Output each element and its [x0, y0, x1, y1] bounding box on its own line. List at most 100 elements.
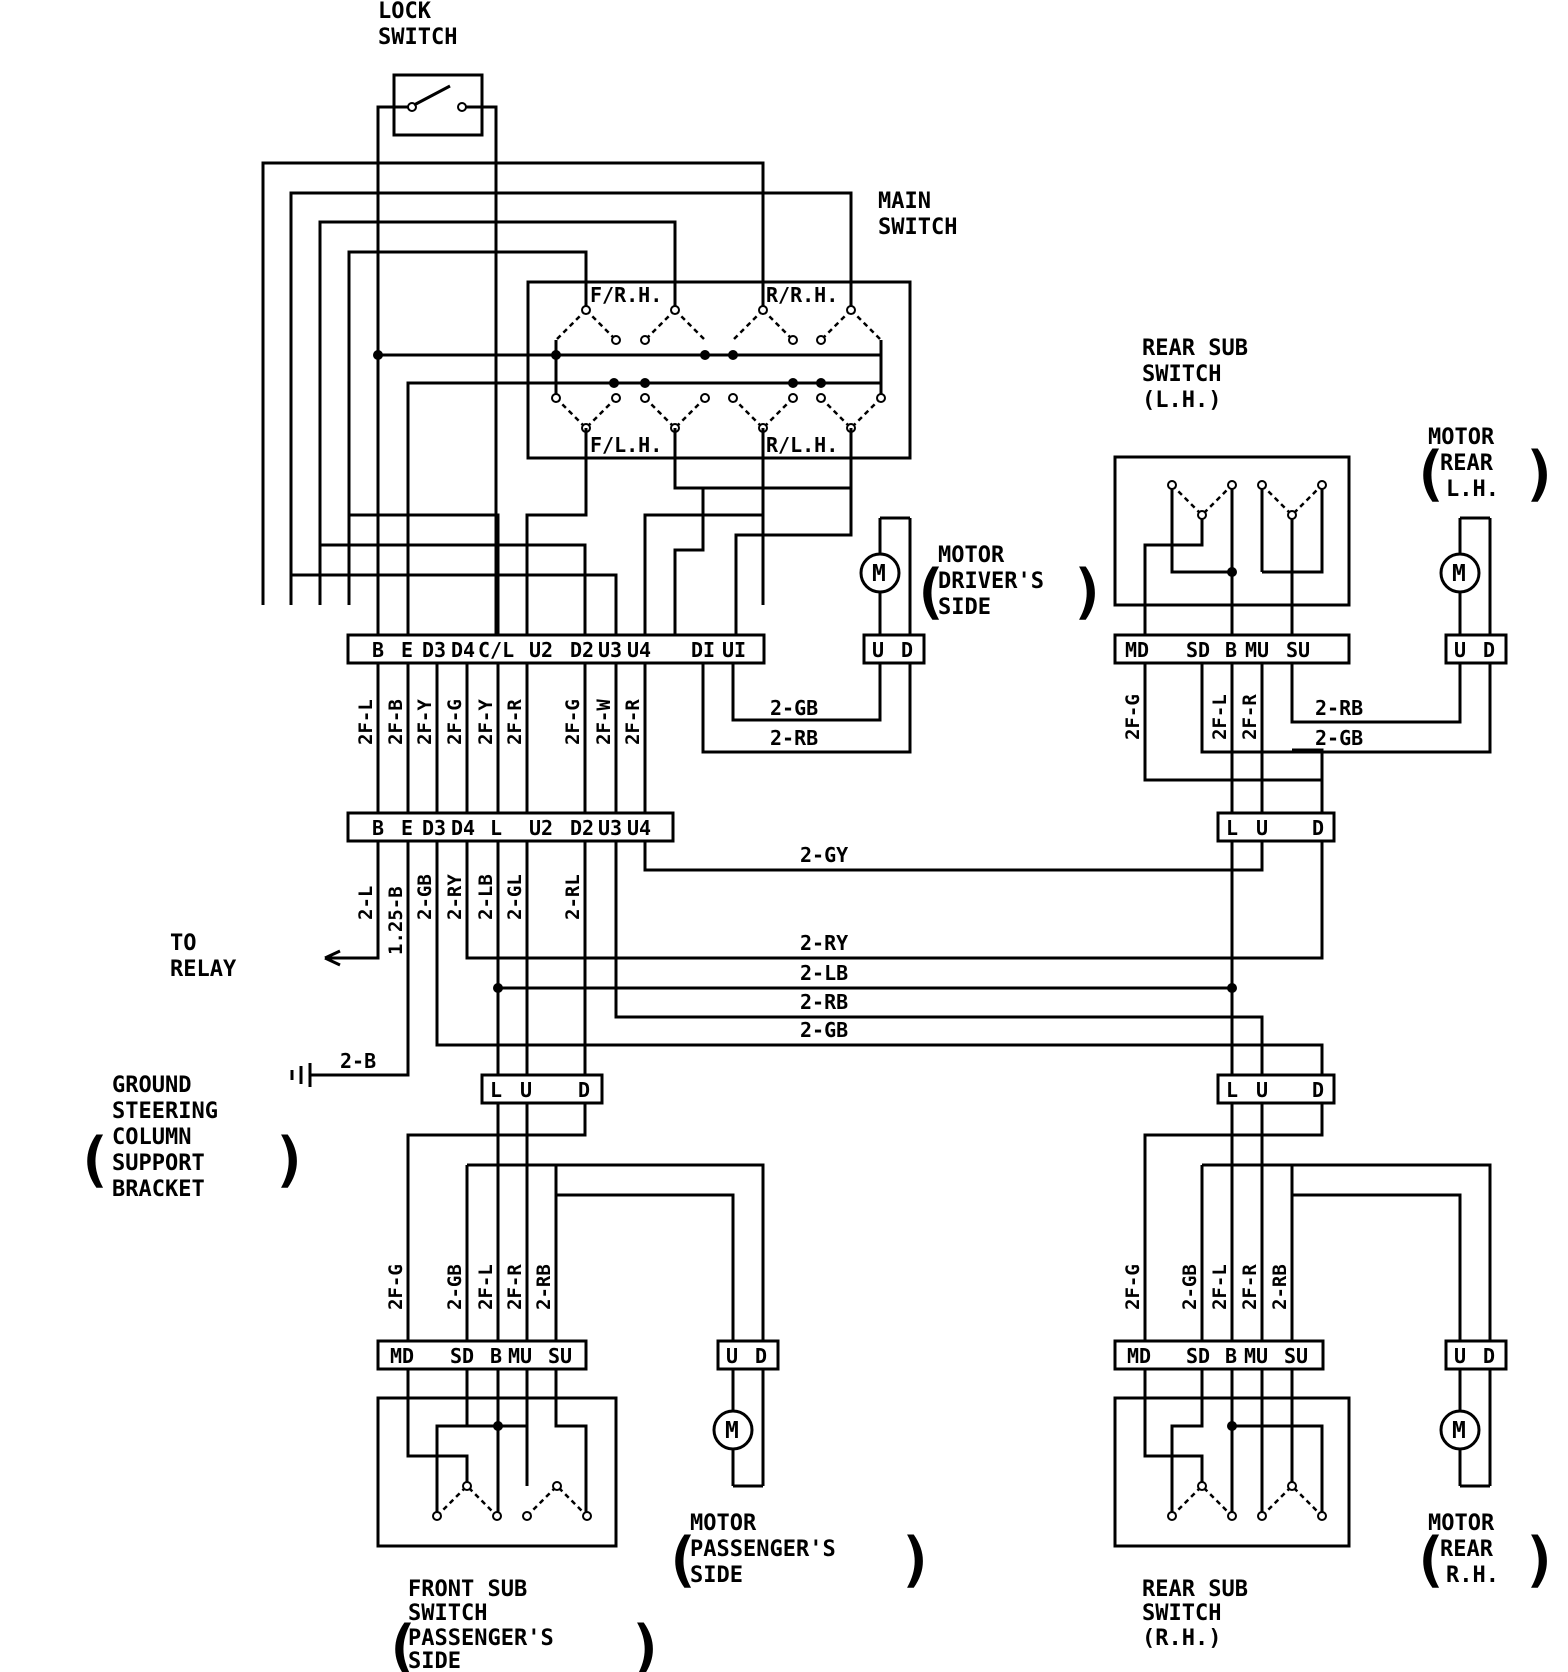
rear-lh-motor-symbol: [1439, 552, 1481, 594]
jo-wire-3: 2-GB: [414, 874, 436, 920]
passenger-motor-label-3: SIDE: [690, 1563, 743, 1588]
ground-paren-r: ): [272, 1125, 308, 1195]
main-switch-out-5: [347, 513, 500, 645]
rear-rh-pin-b: B: [1225, 1344, 1237, 1368]
mj-wire-1: 2F-L: [355, 699, 377, 745]
passenger-motor-m: M: [725, 1418, 739, 1444]
motor-rear-rh-paren-r: ): [1522, 1525, 1558, 1595]
driver-motor-connector: [862, 633, 926, 665]
front-sub-label-3: PASSENGER'S: [408, 1626, 554, 1651]
rear-sub-switch-rh: 2F-G 2-GB 2F-L 2F-R 2-RB MD SD B MU SU R…: [1113, 1103, 1492, 1651]
junction-output-wires: 2-L 1.25-B 2-GB 2-RY 2-LB 2-GL 2-RL: [310, 841, 584, 1077]
mj-wire-6: 2F-R: [504, 699, 526, 745]
rear-rh-pin-mu: MU: [1244, 1344, 1268, 1368]
rear-rh-motor-connector: [1444, 1339, 1508, 1371]
to-relay-label-2: RELAY: [170, 957, 237, 982]
rear-lh-wire-3: 2F-R: [1239, 694, 1261, 740]
junction-pin-b: B: [372, 816, 384, 840]
driver-motor-wire-rb: [701, 663, 912, 754]
rear-rh-lud-connector: L U D: [1216, 1073, 1336, 1105]
passenger-motor-paren-r: ): [898, 1525, 934, 1595]
passenger-motor-connector: [716, 1339, 780, 1371]
front-wire-2: 2-GB: [444, 1264, 466, 1310]
lock-switch-lead-right: [462, 105, 498, 645]
jo-wire-4: 2-RY: [444, 874, 466, 920]
ground-symbol: [290, 1063, 312, 1087]
mj-wire-9: 2F-R: [622, 699, 644, 745]
mj-wire-8: 2F-W: [593, 699, 615, 745]
rear-lh-pin-md: MD: [1125, 638, 1149, 662]
rear-rh-motor-pin-d: D: [1483, 1344, 1495, 1368]
front-sub-pin-sd: SD: [450, 1344, 474, 1368]
motor-rear-lh-label-2: REAR: [1440, 451, 1494, 476]
main-pin-u3: U3: [598, 638, 622, 662]
trunk-rb-label: 2-RB: [800, 990, 848, 1014]
front-sub-pin-md: MD: [390, 1344, 414, 1368]
lock-switch-label-1: LOCK: [378, 0, 432, 24]
driver-motor-paren-r: ): [1070, 557, 1106, 627]
lock-switch-label-2: SWITCH: [378, 25, 457, 50]
driver-motor-paren-l: (: [912, 557, 948, 627]
ground-paren-l: (: [76, 1125, 112, 1195]
rear-rh-lud-pin-l: L: [1226, 1078, 1238, 1102]
front-sub-paren-r: ): [628, 1613, 664, 1672]
jo-wire-2: 1.25-B: [385, 886, 407, 955]
ground-label-5: BRACKET: [112, 1177, 205, 1202]
ground-label-1: GROUND: [112, 1073, 191, 1098]
main-pin-ui: UI: [722, 638, 746, 662]
rear-lh-motor-wire-2: 2-GB: [1315, 726, 1363, 750]
main-switch-out-fl-2: [673, 428, 705, 645]
ground: 2-B GROUND STEERING COLUMN SUPPORT BRACK…: [76, 1049, 376, 1202]
junction-pin-u3: U3: [598, 816, 622, 840]
driver-motor-label-3: SIDE: [938, 595, 991, 620]
main-pin-d2: D2: [570, 638, 594, 662]
passenger-motor-label-2: PASSENGER'S: [690, 1537, 836, 1562]
rear-lh-motor-connector: [1444, 633, 1508, 665]
rear-rh-label-1: REAR SUB: [1142, 1577, 1248, 1602]
rear-lh-wire-1: 2F-G: [1122, 694, 1144, 740]
trunk-gy: [643, 841, 1264, 872]
junction-pin-d2: D2: [570, 816, 594, 840]
junction-pin-d3: D3: [422, 816, 446, 840]
rear-lh-motor-m: M: [1452, 561, 1466, 587]
mj-wire-3: 2F-Y: [414, 699, 436, 745]
main-switch-out-4: [318, 543, 587, 645]
lock-switch-box: [392, 73, 484, 137]
main-pin-b: B: [372, 638, 384, 662]
main-pin-u2: U2: [529, 638, 553, 662]
lock-switch-lead-left: [376, 105, 412, 645]
rear-lh-pin-mu: MU: [1245, 638, 1269, 662]
main-switch-pos-fr: F/R.H.: [590, 283, 662, 307]
motor-rear-rh-label-2: REAR: [1440, 1537, 1494, 1562]
junction-pin-l: L: [490, 816, 502, 840]
jo-wire-6: 2-GL: [504, 874, 526, 920]
driver-wire-rb-label: 2-RB: [770, 726, 818, 750]
main-switch-out-3: [289, 573, 618, 645]
motor-rear-rh-paren-l: (: [1412, 1525, 1448, 1595]
lock-switch-contact-right: [457, 102, 467, 112]
trunk-ry: [465, 841, 1324, 960]
rear-lh-motor: MOTOR REAR L.H. ( ) M U D: [1412, 425, 1558, 665]
front-wire-1: 2F-G: [385, 1264, 407, 1310]
trunk-gb-label: 2-GB: [800, 1018, 848, 1042]
rear-lh-pin-sd: SD: [1186, 638, 1210, 662]
rear-lh-motor-pin-u: U: [1454, 638, 1466, 662]
lock-switch-blade: [413, 84, 451, 107]
passenger-motor-label-1: MOTOR: [690, 1511, 757, 1536]
front-sub-label-4: SIDE: [408, 1649, 461, 1672]
junction-connector-body: [346, 811, 675, 843]
front-lud-pin-d: D: [578, 1078, 590, 1102]
main-switch-out-rl: [643, 428, 765, 645]
passenger-motor: U D M MOTOR PASSENGER'S SIDE ( ): [664, 1339, 934, 1595]
jo-wire-1: 2-L: [355, 886, 377, 920]
main-switch-label-2: SWITCH: [878, 215, 957, 240]
main-switch-pos-fl: F/L.H.: [590, 433, 662, 457]
rear-rh-label-3: (R.H.): [1142, 1626, 1221, 1651]
motor-rear-lh-paren-l: (: [1412, 439, 1448, 509]
main-switch-label-1: MAIN: [878, 189, 931, 214]
rear-rh-lud-pin-u: U: [1256, 1078, 1268, 1102]
rear-lh-pin-su: SU: [1286, 638, 1310, 662]
main-pin-d4: D4: [451, 638, 475, 662]
rear-lh-label-1: REAR SUB: [1142, 336, 1248, 361]
